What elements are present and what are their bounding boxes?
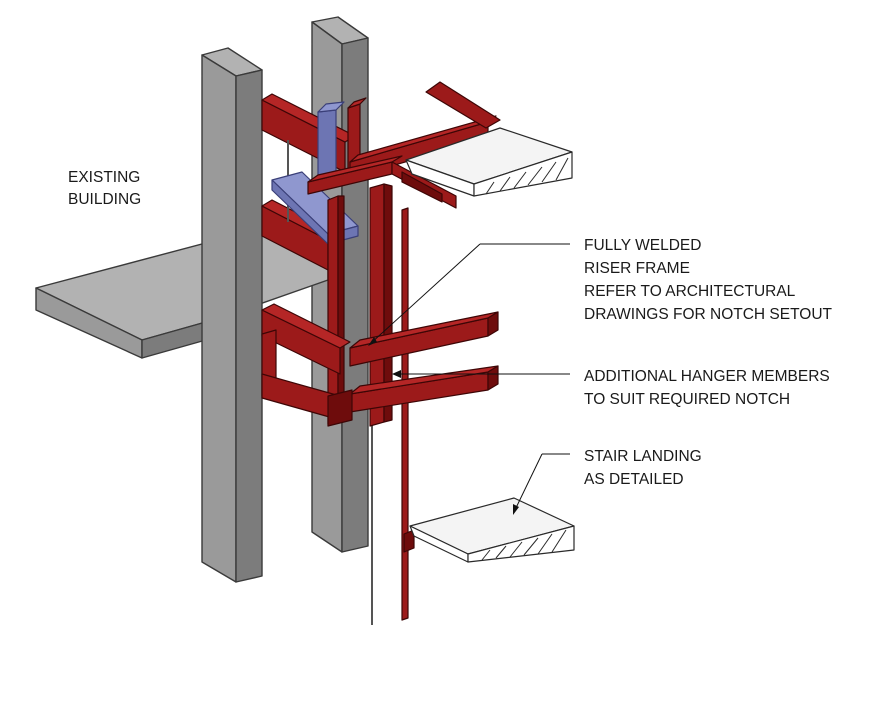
label-riser-frame: FULLY WELDED RISER FRAME REFER TO ARCHIT… [584, 237, 833, 323]
upper-stair-landing [405, 127, 573, 197]
svg-text:STAIR LANDING: STAIR LANDING [584, 448, 702, 465]
label-hanger-members: ADDITIONAL HANGER MEMBERS TO SUIT REQUIR… [584, 368, 830, 408]
svg-text:BUILDING: BUILDING [68, 191, 141, 208]
svg-text:ADDITIONAL HANGER MEMBERS: ADDITIONAL HANGER MEMBERS [584, 368, 830, 385]
svg-text:REFER TO ARCHITECTURAL: REFER TO ARCHITECTURAL [584, 283, 796, 300]
leader-lines [368, 243, 570, 515]
lower-hanger-frame [261, 365, 499, 427]
svg-text:DRAWINGS FOR NOTCH SETOUT: DRAWINGS FOR NOTCH SETOUT [584, 306, 833, 323]
svg-text:TO SUIT REQUIRED NOTCH: TO SUIT REQUIRED NOTCH [584, 391, 790, 408]
upper-landing-hatch [485, 157, 569, 195]
svg-text:EXISTING: EXISTING [68, 169, 140, 186]
top-frame [307, 81, 501, 209]
label-stair-landing: STAIR LANDING AS DETAILED [584, 448, 702, 488]
lower-landing-hatch [481, 529, 567, 561]
front-column [201, 47, 263, 583]
svg-text:AS DETAILED: AS DETAILED [584, 471, 684, 488]
svg-text:FULLY WELDED: FULLY WELDED [584, 237, 701, 254]
lower-stair-landing [403, 497, 575, 563]
svg-text:RISER FRAME: RISER FRAME [584, 260, 690, 277]
label-existing-building: EXISTING BUILDING [68, 169, 141, 208]
